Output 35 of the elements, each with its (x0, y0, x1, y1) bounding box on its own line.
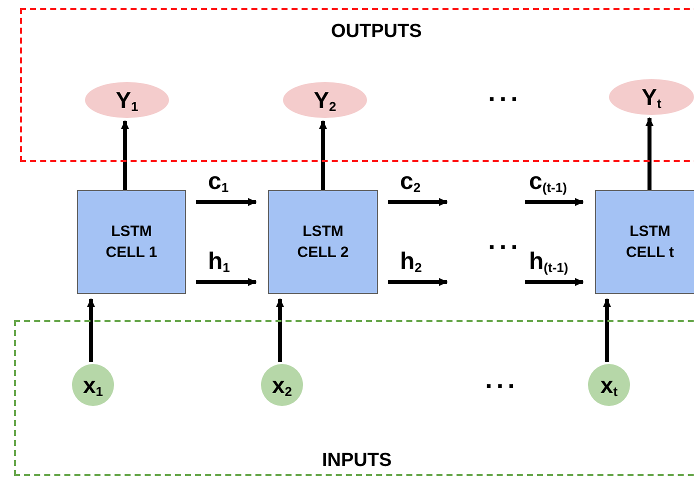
arrow (388, 278, 448, 286)
node-label: LSTM CELL 1 (104, 222, 158, 263)
region-title: INPUTS (322, 449, 392, 473)
lstm-cell-box (268, 190, 378, 294)
arrow (121, 120, 129, 190)
arrow (196, 278, 257, 286)
output-ellipse (609, 79, 694, 115)
arrow (319, 120, 327, 190)
inputs-region (14, 320, 694, 476)
arrow (525, 198, 584, 206)
node-label: Y$_{1}$ (116, 86, 138, 116)
node-label: LSTM CELL 2 (296, 222, 350, 263)
ellipsis-text: ... (488, 227, 522, 253)
edge-label: h$_{2}$ (400, 250, 422, 274)
arrow (525, 278, 584, 286)
node-label: Y$_{t}$ (642, 82, 662, 113)
arrow (276, 298, 284, 362)
region-title: OUTPUTS (331, 20, 422, 44)
arrow (196, 198, 257, 206)
node-label: Y$_{2}$ (314, 86, 336, 116)
arrow (388, 198, 448, 206)
node-label: LSTM CELL t (624, 222, 676, 263)
arrow (646, 117, 654, 190)
ellipsis-text: ... (488, 79, 522, 105)
edge-label: h$_{1}$ (208, 250, 230, 274)
arrow (603, 298, 611, 362)
node-label: x$_{2}$ (272, 370, 292, 401)
lstm-cell-box (77, 190, 186, 294)
arrow (87, 298, 95, 362)
edge-label: h$_{(t-1)}$ (529, 250, 568, 274)
node-label: x$_{1}$ (82, 370, 104, 401)
ellipsis-text: ... (485, 366, 519, 392)
lstm-cell-box (595, 190, 694, 294)
node-label: x$_{t}$ (600, 370, 618, 401)
outputs-region (20, 8, 694, 162)
